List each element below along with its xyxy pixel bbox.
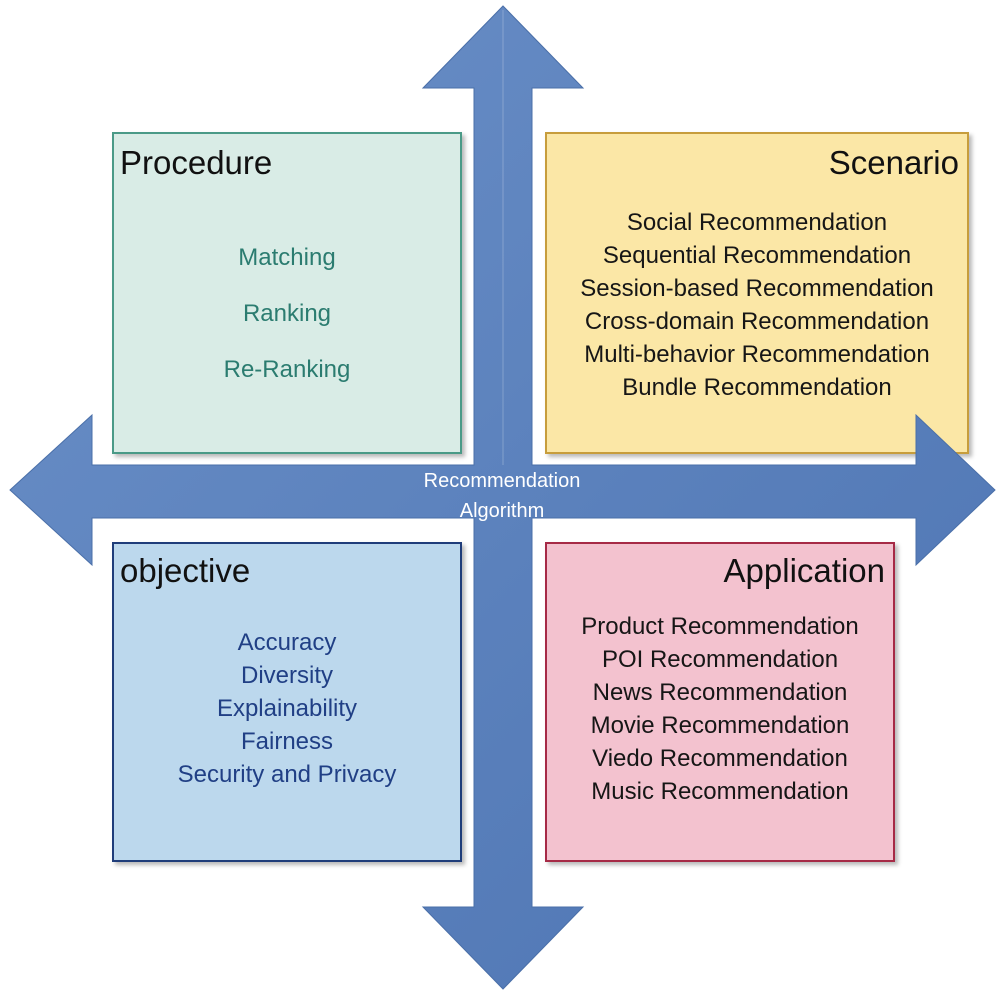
application-item: Viedo Recommendation	[592, 745, 848, 772]
objective-item: Explainability	[216, 695, 358, 722]
procedure-item: Matching	[238, 244, 336, 271]
application-item: POI Recommendation	[601, 646, 839, 673]
scenario-item: Social Recommendation	[626, 209, 888, 236]
application-box: Application Product Recommendation POI R…	[545, 542, 895, 862]
scenario-title: Scenario	[828, 144, 959, 181]
objective-box: objective Accuracy Diversity Explainabil…	[112, 542, 462, 862]
center-label-line2: Algorithm	[459, 500, 545, 522]
objective-item: Accuracy	[237, 629, 337, 656]
scenario-item: Bundle Recommendation	[622, 374, 892, 401]
objective-item: Fairness	[240, 728, 334, 755]
scenario-item: Cross-domain Recommendation	[584, 308, 930, 335]
application-item: Product Recommendation	[581, 613, 859, 640]
procedure-list: Matching Ranking Re-Ranking	[114, 230, 460, 398]
scenario-item: Session-based Recommendation	[580, 275, 934, 302]
scenario-box: Scenario Social Recommendation Sequentia…	[545, 132, 969, 454]
scenario-list: Social Recommendation Sequential Recomme…	[547, 206, 967, 404]
scenario-item: Sequential Recommendation	[602, 242, 912, 269]
objective-item: Security and Privacy	[177, 761, 397, 788]
procedure-item: Re-Ranking	[223, 356, 351, 383]
procedure-box: Procedure Matching Ranking Re-Ranking	[112, 132, 462, 454]
application-list: Product Recommendation POI Recommendatio…	[547, 610, 893, 808]
objective-list: Accuracy Diversity Explainability Fairne…	[114, 626, 460, 791]
center-label: Recommendation Algorithm	[402, 466, 602, 526]
application-title: Application	[723, 552, 885, 589]
objective-item: Diversity	[240, 662, 333, 689]
scenario-item: Multi-behavior Recommendation	[584, 341, 930, 368]
application-item: News Recommendation	[592, 679, 848, 706]
procedure-item: Ranking	[242, 300, 332, 327]
application-item: Movie Recommendation	[590, 712, 850, 739]
arrow-shape	[9, 5, 996, 990]
objective-title: objective	[120, 552, 251, 589]
center-label-line1: Recommendation	[423, 470, 581, 492]
procedure-title: Procedure	[120, 144, 273, 181]
application-item: Music Recommendation	[591, 778, 849, 805]
